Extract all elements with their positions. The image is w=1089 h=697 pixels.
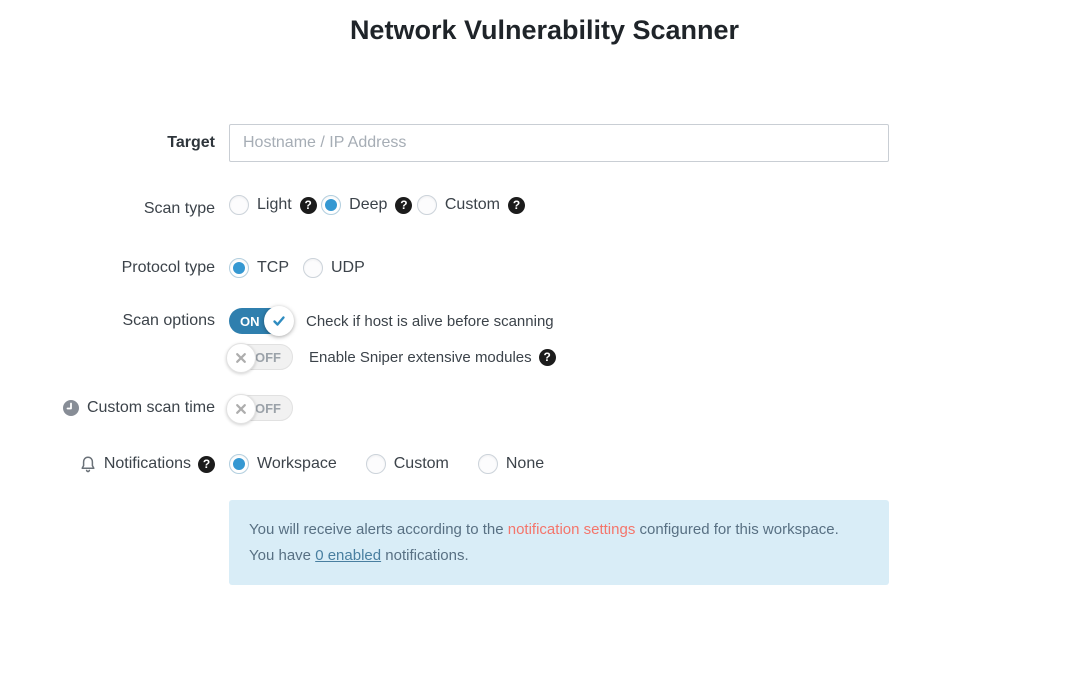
info-text: You have [249,547,316,564]
protocol-option-udp[interactable]: UDP [303,258,365,278]
toggle-state-label: OFF [255,400,281,416]
info-text: You will receive alerts according to the [249,521,508,538]
scan-type-row: Scan type Light Deep Custom [0,195,1089,225]
scan-type-option-label: Light [257,196,292,213]
protocol-option-label: UDP [331,259,365,276]
notifications-option-label: Workspace [257,455,337,472]
host-alive-toggle-row: ON Check if host is alive before scannin… [229,306,889,336]
toggle-desc-text: Enable Sniper extensive modules [309,348,532,366]
target-row: Target [0,124,1089,162]
toggle-state-label: OFF [255,349,281,365]
protocol-option-label: TCP [257,259,289,276]
protocol-type-row: Protocol type TCP UDP [0,258,1089,278]
notifications-option-label: Custom [393,455,449,472]
help-icon[interactable] [299,196,317,214]
scan-type-option-deep[interactable]: Deep [321,195,413,215]
sniper-modules-toggle[interactable]: OFF [226,343,293,373]
info-line-1: You will receive alerts according to the… [249,517,869,543]
help-icon[interactable] [538,348,556,366]
scan-type-option-custom[interactable]: Custom [416,195,525,215]
scan-type-label: Scan type [143,200,215,217]
toggle-knob [226,343,256,373]
host-alive-toggle[interactable]: ON [229,306,294,336]
notification-settings-link[interactable]: notification settings [507,521,636,538]
info-line-2: You have 0 enabled notifications. [249,543,869,569]
radio-unselected-icon [416,195,437,215]
radio-unselected-icon [365,454,386,474]
radio-selected-icon [229,258,249,278]
scan-type-option-label: Deep [349,196,388,213]
cross-icon [236,404,246,414]
scan-options-label: Scan options [122,312,215,329]
custom-scan-time-row: Custom scan time OFF [0,394,1089,424]
scan-options-row: Scan options ON Check if host is alive b… [0,306,1089,373]
workspace-alerts-info-box: You will receive alerts according to the… [229,500,889,585]
sniper-modules-toggle-row: OFF Enable Sniper extensive modules [226,343,889,373]
protocol-option-tcp[interactable]: TCP [229,258,289,278]
notifications-label: Notifications [103,455,191,472]
scanner-form: Target Scan type Light Deep [0,124,1089,585]
notifications-option-custom[interactable]: Custom [365,454,449,474]
target-label: Target [167,134,215,151]
help-icon[interactable] [507,196,525,214]
toggle-desc-text: Check if host is alive before scanning [306,312,554,330]
notifications-option-none[interactable]: None [477,454,545,474]
bell-icon [79,455,97,474]
radio-selected-icon [229,454,249,474]
toggle-knob [226,394,256,424]
check-icon [273,316,285,326]
scan-type-option-light[interactable]: Light [229,195,317,215]
custom-scan-time-toggle[interactable]: OFF [226,394,293,424]
help-icon[interactable] [198,455,215,473]
radio-unselected-icon [229,195,249,215]
enabled-notifications-link[interactable]: 0 enabled [315,547,382,564]
help-icon[interactable] [395,196,413,214]
scan-type-option-label: Custom [444,196,500,213]
notifications-option-workspace[interactable]: Workspace [229,454,337,474]
host-alive-toggle-label: Check if host is alive before scanning [306,313,554,330]
custom-scan-time-label: Custom scan time [86,399,215,416]
toggle-knob [264,306,294,336]
info-text: notifications. [381,547,469,564]
page-title: Network Vulnerability Scanner [349,15,740,45]
radio-unselected-icon [477,454,498,474]
notifications-row: Notifications Workspace Custom None [0,454,1089,474]
toggle-state-label: ON [240,313,260,329]
target-input[interactable] [229,124,889,162]
protocol-type-label: Protocol type [121,259,215,276]
radio-unselected-icon [303,258,323,278]
cross-icon [236,353,246,363]
notifications-option-label: None [505,455,545,472]
clock-icon [62,399,80,417]
sniper-modules-toggle-label: Enable Sniper extensive modules [309,348,556,366]
radio-selected-icon [321,195,342,215]
info-text: configured for this workspace. [635,521,839,538]
